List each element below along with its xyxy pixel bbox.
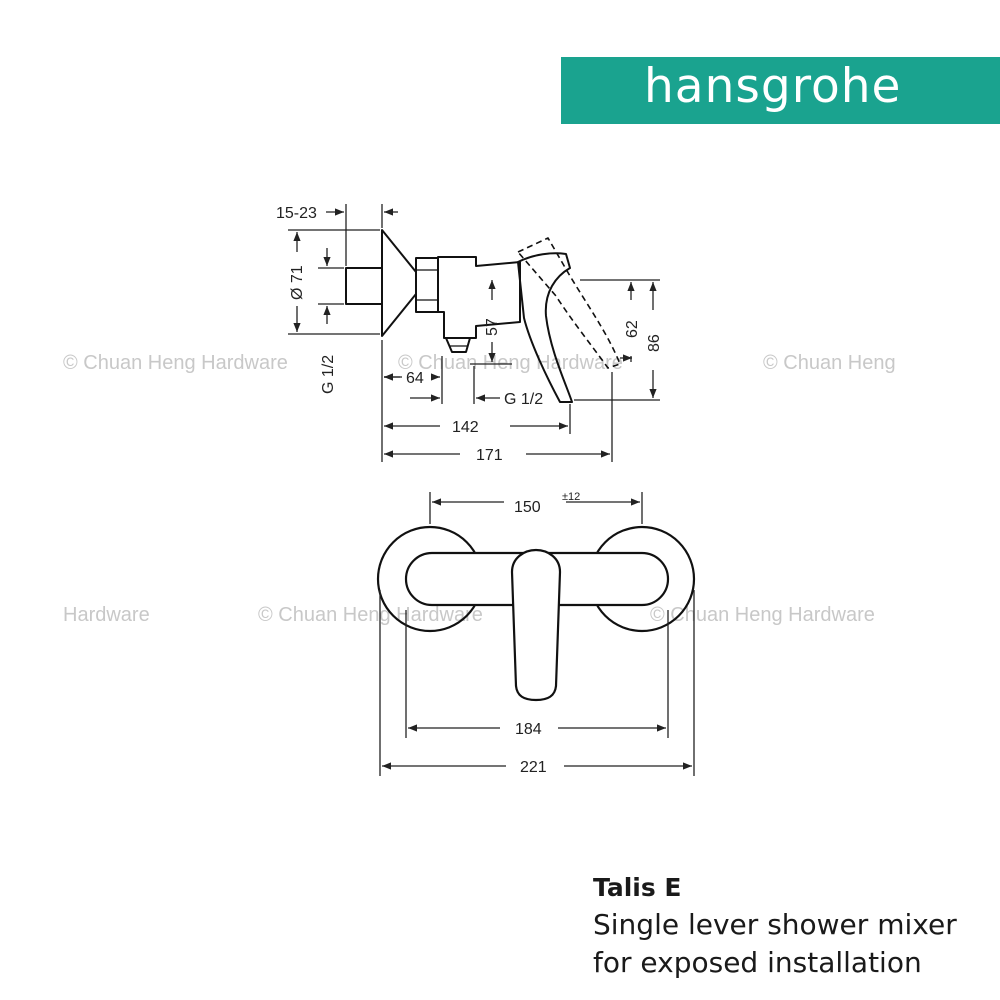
hex-nut bbox=[415, 257, 439, 313]
dim-142: 142 bbox=[452, 419, 479, 436]
lever-open-position bbox=[517, 237, 621, 369]
lever-front bbox=[510, 548, 562, 702]
dim-171: 171 bbox=[476, 447, 503, 464]
front-dimensions bbox=[379, 492, 695, 776]
watermark-2: © Chuan Heng Hardware bbox=[398, 352, 623, 374]
dim-64: 64 bbox=[406, 370, 424, 387]
dim-184: 184 bbox=[515, 721, 542, 738]
side-view bbox=[345, 229, 621, 403]
product-description-line-2: for exposed installation bbox=[593, 946, 922, 979]
brand-logo-bar: hansgrohe bbox=[561, 57, 1000, 124]
dim-15-23: 15-23 bbox=[276, 205, 317, 222]
product-description-line-1: Single lever shower mixer bbox=[593, 908, 957, 941]
watermark-5: © Chuan Heng Hardware bbox=[258, 604, 483, 626]
dim-diameter-71: Ø 71 bbox=[289, 265, 306, 300]
outlet bbox=[445, 337, 471, 353]
side-dimensions bbox=[288, 204, 660, 462]
pipe-stub bbox=[345, 267, 383, 305]
product-title: Talis E bbox=[593, 873, 682, 902]
watermark-1: © Chuan Heng Hardware bbox=[63, 352, 288, 374]
watermark-layer: © Chuan Heng Hardware © Chuan Heng Hardw… bbox=[63, 352, 896, 626]
dim-tolerance: ±12 bbox=[562, 491, 580, 503]
side-dimension-labels: 15-23 Ø 71 G 1/2 57 62 86 64 G 1/2 142 1… bbox=[276, 205, 663, 464]
brand-logo-text: hansgrohe bbox=[644, 59, 902, 114]
mixer-body bbox=[437, 256, 521, 339]
watermark-6: © Chuan Heng Hardware bbox=[650, 604, 875, 626]
front-dimension-labels: 150 ±12 184 221 bbox=[514, 491, 580, 776]
dim-57: 57 bbox=[484, 318, 501, 336]
dim-g12-mid: G 1/2 bbox=[504, 391, 543, 408]
front-view bbox=[376, 525, 696, 702]
dim-221: 221 bbox=[520, 759, 547, 776]
rosette bbox=[381, 229, 417, 337]
dim-150: 150 bbox=[514, 499, 541, 516]
dim-g12-left: G 1/2 bbox=[320, 355, 337, 394]
lever bbox=[517, 252, 573, 403]
watermark-3: © Chuan Heng bbox=[763, 352, 896, 374]
product-caption: Talis E Single lever shower mixer for ex… bbox=[593, 870, 957, 982]
watermark-4: Hardware bbox=[63, 604, 150, 626]
dim-86: 86 bbox=[646, 334, 663, 352]
dim-62: 62 bbox=[624, 320, 641, 338]
